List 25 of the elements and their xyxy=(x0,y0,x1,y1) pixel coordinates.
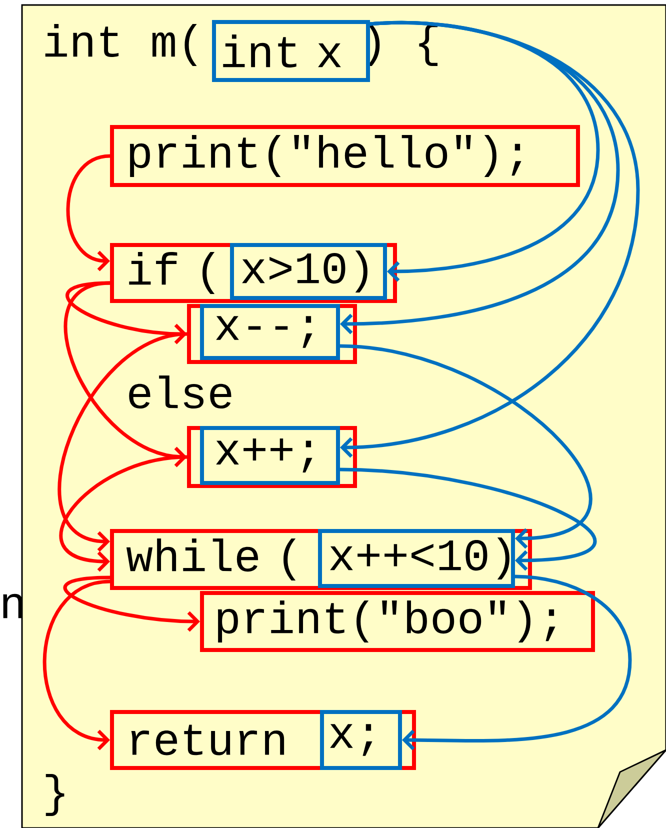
statement-box xyxy=(187,304,357,364)
code-text: else xyxy=(129,375,232,409)
code-box: x--; xyxy=(200,304,340,360)
code-box: int x xyxy=(212,20,370,82)
code-box: x++; xyxy=(200,426,340,485)
arrow xyxy=(63,576,200,632)
arrow xyxy=(66,281,187,344)
arrow xyxy=(340,20,640,458)
code-box: print("boo"); xyxy=(200,591,595,652)
arrow xyxy=(59,455,189,572)
code-box: x>10) xyxy=(230,243,387,300)
statement-box xyxy=(187,426,357,488)
code-text: } xyxy=(46,774,64,816)
arrow xyxy=(340,20,620,334)
arrow xyxy=(66,154,112,272)
arrow xyxy=(338,344,592,549)
arrow xyxy=(64,281,187,468)
arrow xyxy=(338,468,596,571)
code-box: print("hello"); xyxy=(110,125,580,187)
code-box: x++<10) xyxy=(318,529,515,588)
code-text: int m( xyxy=(45,24,197,66)
arrow xyxy=(58,332,189,552)
arrow xyxy=(402,574,632,750)
arrow xyxy=(42,580,112,750)
code-box: x; xyxy=(320,710,402,770)
